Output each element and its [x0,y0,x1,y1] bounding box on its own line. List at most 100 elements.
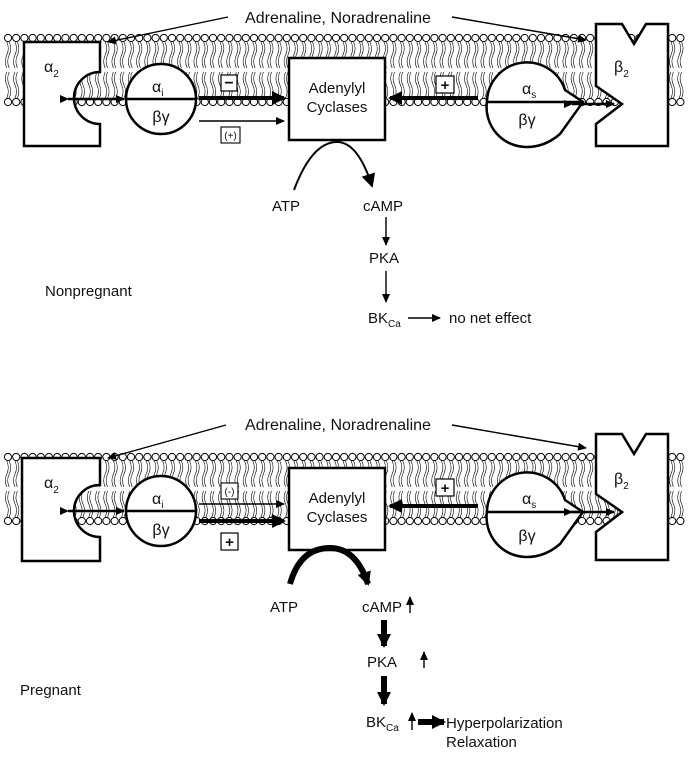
lipid-tail [242,71,247,99]
lipid-tail [401,460,405,488]
lipid-tail [464,41,468,69]
lipid-tail [573,71,577,99]
lipid-tail [210,41,214,69]
outcome-label-line2: Relaxation [446,734,517,751]
lipid-tail [136,41,140,69]
lipid-tail [114,460,118,488]
gs-protein: αs βγ [485,471,585,559]
lipid-head [422,33,431,43]
lipid-tail [218,71,222,99]
lipid-tail [15,490,20,518]
lipid-tail [406,71,411,99]
lipid-tail [488,460,493,488]
lipid-head [258,452,267,462]
lipid-tail [679,71,684,99]
lipid-head [102,33,111,43]
lipid-tail [433,460,438,488]
lipid-head [307,452,316,462]
lipid-tail [423,460,427,488]
lipid-head [290,452,300,462]
lipid-tail [546,41,550,69]
lipid-head [586,33,595,43]
gi-protein: αi βγ [124,62,198,136]
lipid-tail [442,41,446,69]
lipid-head [266,33,275,43]
lipid-head [3,97,13,107]
lipid-tail [242,41,247,69]
lipid-tail [283,41,288,69]
lipid-head [36,33,45,43]
lipid-tail [253,460,257,488]
lipid-head [217,33,226,43]
lipid-head [274,452,283,462]
lipid-tail [548,41,553,69]
lipid-head [389,33,398,43]
lipid-tail [392,460,397,488]
lipid-head [397,33,406,43]
lipid-tail [286,41,290,69]
lipid-head [463,516,472,526]
lipid-tail [201,41,206,69]
lipid-head [495,452,505,462]
lipid-tail [497,41,501,69]
lipid-tail [204,460,208,488]
lipid-head [44,33,54,43]
lipid-tail [390,41,394,69]
gi-betagamma-label: βγ [152,109,169,126]
lipid-tail [103,41,107,69]
lipid-head [577,452,587,462]
lipid-tail [458,41,462,69]
lipid-tail [472,71,476,99]
lipid-tail [122,41,126,69]
lipid-tail [251,460,255,488]
lipid-tail [677,41,681,69]
lipid-tail [283,71,288,99]
panel-pregnant: Adrenaline, Noradrenaline α2 αi βγ (-) +… [3,417,685,751]
lipid-tail [7,41,11,69]
lipid-tail [669,490,673,518]
lipid-head [372,33,382,43]
lipid-tail [7,490,11,518]
lipid-tail [671,71,676,99]
alpha2-receptor: α2 [22,40,102,148]
lipid-tail [267,41,271,69]
outcome-label-line1: Hyperpolarization [446,715,563,732]
lipid-tail [431,41,435,69]
lipid-tail [406,41,411,69]
lipid-head [208,33,218,43]
lipid-tail [669,71,673,99]
lipid-tail [13,71,17,99]
lipid-head [545,33,554,43]
lipid-head [668,516,677,526]
lipid-head [323,33,332,43]
lipid-head [446,33,455,43]
lipid-head [340,452,349,462]
lipid-tail [401,41,405,69]
lipid-tail [220,41,225,69]
lipid-head [430,33,439,43]
lipid-tail [439,41,444,69]
lipid-head [233,452,242,462]
lipid-head [151,452,160,462]
lipid-head [167,452,177,462]
lipid-head [372,452,382,462]
lipid-tail [95,71,99,99]
svg-text:Adenylyl: Adenylyl [309,490,366,507]
gi-alpha-label: αi [152,79,163,99]
lipid-tail [253,41,257,69]
gs-alpha-label: αs [522,81,536,101]
lipid-head [200,452,209,462]
lipid-head [413,33,423,43]
lipid-tail [267,71,271,99]
lipid-head [53,33,62,43]
state-label-pregnant: Pregnant [20,682,82,699]
lipid-tail [114,71,118,99]
lipid-head [94,33,103,43]
lipid-head [405,516,414,526]
lipid-tail [562,41,567,69]
adenylyl-cyclase-box: Adenylyl Cyclases [287,56,387,142]
gi-alpha-label: αi [152,491,163,511]
gs-betagamma-label: βγ [518,528,535,545]
lipid-head [512,452,521,462]
lipid-tail [415,41,419,69]
